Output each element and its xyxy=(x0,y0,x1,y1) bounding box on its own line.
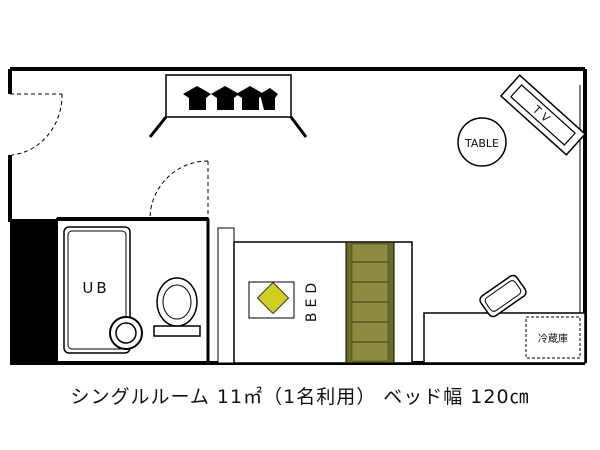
chair xyxy=(479,274,527,318)
toilet xyxy=(153,277,201,337)
unit-bath-label: UB xyxy=(82,279,109,297)
closet xyxy=(148,74,308,138)
bathroom-door xyxy=(149,160,209,220)
room-caption: シングルルーム 11㎡（1名利用） ベッド幅 120㎝ xyxy=(70,386,530,408)
table: TABLE xyxy=(457,117,507,167)
tv: TV xyxy=(499,74,587,156)
bathroom: UB xyxy=(10,160,210,365)
table-label: TABLE xyxy=(464,137,499,150)
hanger-clothes-icon xyxy=(183,86,278,110)
bed-label: BED xyxy=(304,278,320,322)
bed-decor-diamond xyxy=(256,281,290,315)
sink xyxy=(109,316,143,350)
entrance-door xyxy=(10,93,63,156)
bathtub-inner xyxy=(67,230,127,350)
desk: 冷蔵庫 xyxy=(423,274,586,364)
fridge xyxy=(525,316,581,359)
floor-plan: TABLE TV UB xyxy=(8,67,587,365)
fridge-label: 冷蔵庫 xyxy=(538,332,568,345)
bed-runner xyxy=(345,241,395,364)
bed: BED xyxy=(217,227,413,364)
